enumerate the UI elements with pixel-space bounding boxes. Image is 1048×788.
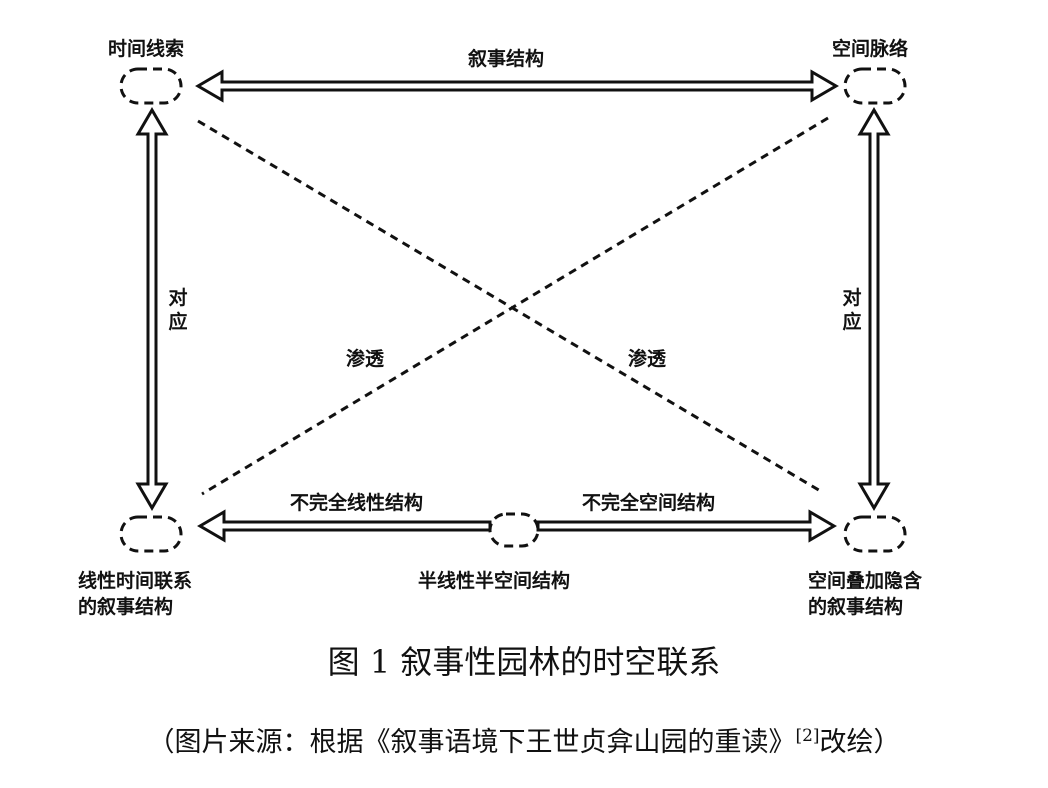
diagonal-line-penetration-b — [201, 116, 829, 496]
label-spatial-narrative-line2: 的叙事结构 — [808, 596, 904, 618]
node-linear-narrative — [119, 515, 183, 553]
left-double-arrow — [135, 107, 169, 511]
right-double-arrow — [857, 107, 891, 511]
label-penetration-left: 渗透 — [346, 348, 385, 370]
diagram-canvas — [119, 67, 907, 553]
label-correspond-left: 对应 — [168, 287, 188, 333]
label-semi-structure: 半线性半空间结构 — [418, 570, 571, 592]
bottom-double-arrow-right — [536, 509, 837, 543]
figure-source: （图片来源：根据《叙事语境下王世贞弇山园的重读》[2]改绘） — [0, 716, 1048, 763]
label-space-context: 空间脉络 — [832, 38, 909, 60]
label-incomplete-linear: 不完全线性结构 — [290, 492, 424, 514]
source-text: （图片来源：根据《叙事语境下王世贞弇山园的重读》 — [147, 727, 796, 758]
node-semi-structure — [488, 512, 540, 548]
figure-caption: 图 1 叙事性园林的时空联系 — [327, 643, 721, 681]
diagonal-line-penetration-a — [197, 119, 823, 494]
label-spatial-narrative-line1: 空间叠加隐含 — [808, 570, 923, 592]
label-penetration-right: 渗透 — [628, 348, 667, 370]
node-space-context — [843, 67, 907, 105]
bottom-double-arrow-left — [197, 509, 492, 543]
source-suffix: 改绘） — [819, 727, 901, 758]
label-correspond-right: 对应 — [842, 287, 862, 333]
label-narrative-structure: 叙事结构 — [468, 48, 545, 70]
node-spatial-narrative — [843, 515, 907, 553]
source-reference: [2] — [795, 726, 820, 746]
top-double-arrow — [195, 69, 839, 103]
label-linear-narrative-line2: 的叙事结构 — [78, 596, 174, 618]
label-time-clue: 时间线索 — [108, 38, 185, 60]
label-linear-narrative-line1: 线性时间联系 — [78, 570, 193, 592]
label-incomplete-spatial: 不完全空间结构 — [582, 492, 716, 514]
node-time-clue — [119, 67, 183, 105]
